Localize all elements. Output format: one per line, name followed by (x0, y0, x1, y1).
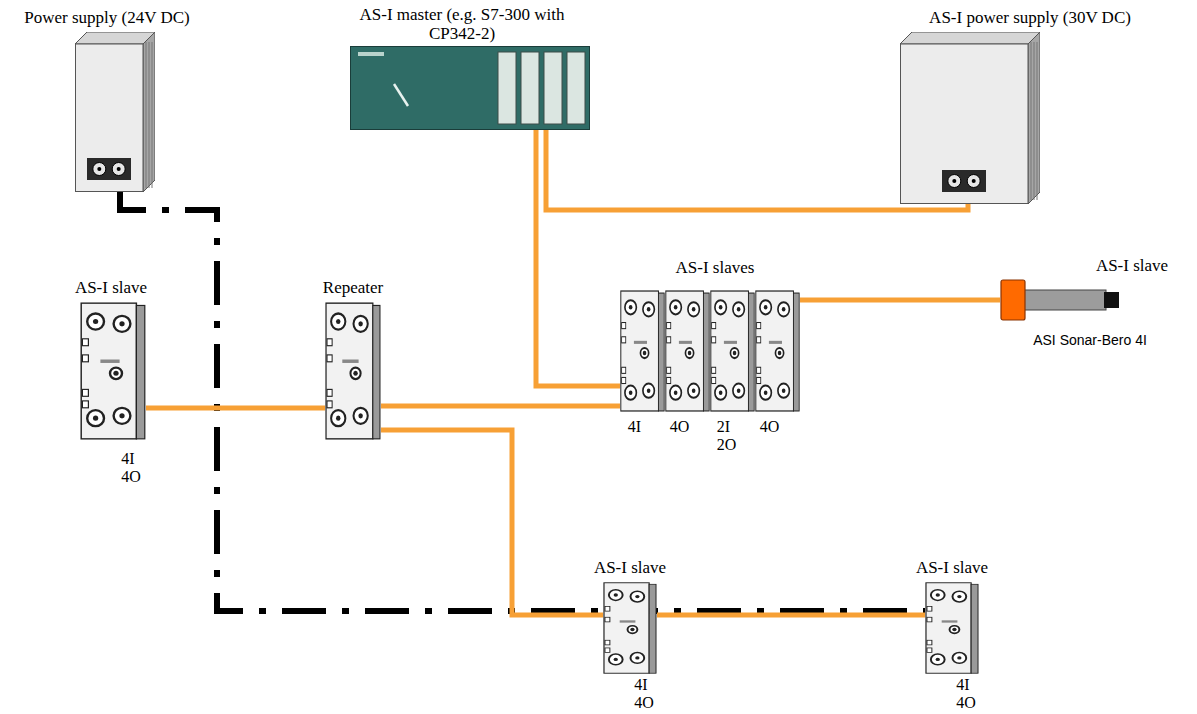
as-i-cable (381, 404, 620, 409)
sonar-sensor-illustration (1000, 278, 1120, 322)
slave-module-illustration (710, 290, 755, 412)
node-heading: AS-I slaves (676, 258, 755, 278)
as-i-cable (146, 406, 325, 411)
slave-module-illustration (620, 290, 665, 412)
node-label: 4O (670, 418, 690, 436)
node-label: 4O (760, 418, 780, 436)
node-heading: Repeater (323, 278, 383, 298)
node-heading: AS-I slave (916, 558, 988, 578)
node-label: ASI Sonar-Bero 4I (1033, 332, 1147, 348)
slave-module-illustration (80, 302, 146, 440)
as-i-cable (657, 613, 925, 618)
slave-module: 4O (755, 290, 800, 412)
as-i-cable (800, 298, 1000, 303)
node-heading: Power supply (24V DC) (24, 8, 189, 28)
slave-module: 2I 2O (710, 290, 755, 412)
node-label: 4I 4O (634, 676, 654, 713)
slave-module-illustration (925, 582, 979, 674)
node-label: 4I 4O (956, 676, 976, 713)
slave-module-illustration (325, 302, 381, 440)
node-heading: AS-I slave (1096, 256, 1168, 276)
node-label: 4I (628, 418, 641, 436)
power-cable (120, 192, 925, 611)
as-i-cable (381, 430, 603, 615)
as-i-slave: AS-I slave4I 4O (925, 582, 979, 674)
power-supply-illustration (75, 32, 155, 192)
sonar-bero: AS-I slaveASI Sonar-Bero 4I (1000, 278, 1120, 322)
slave-module-illustration (603, 582, 657, 674)
as-i-master: AS-I master (e.g. S7-300 with CP342-2) (350, 46, 590, 130)
slave-group: AS-I slaves4I4O2I 2O4O (620, 290, 800, 412)
repeater: Repeater (325, 302, 381, 440)
as-i-cable (536, 130, 620, 386)
power-supply-illustration (900, 32, 1040, 204)
node-label: 4I 4O (121, 450, 141, 487)
as-i-slave: AS-I slave4I 4O (80, 302, 146, 440)
node-heading: AS-I power supply (30V DC) (929, 8, 1131, 28)
node-label: 2I 2O (717, 418, 737, 455)
as-i-slave: AS-I slave4I 4O (603, 582, 657, 674)
slave-module: 4I (620, 290, 665, 412)
slave-module-illustration (755, 290, 800, 412)
plc-rack-illustration (350, 46, 590, 130)
node-heading: AS-I slave (75, 278, 147, 298)
power-supply: Power supply (24V DC) (75, 32, 155, 192)
node-heading: AS-I master (e.g. S7-300 with CP342-2) (355, 5, 570, 44)
node-heading: AS-I slave (594, 558, 666, 578)
as-i-power-supply: AS-I power supply (30V DC) (900, 32, 1040, 204)
slave-module: 4O (665, 290, 710, 412)
slave-module-illustration (665, 290, 710, 412)
